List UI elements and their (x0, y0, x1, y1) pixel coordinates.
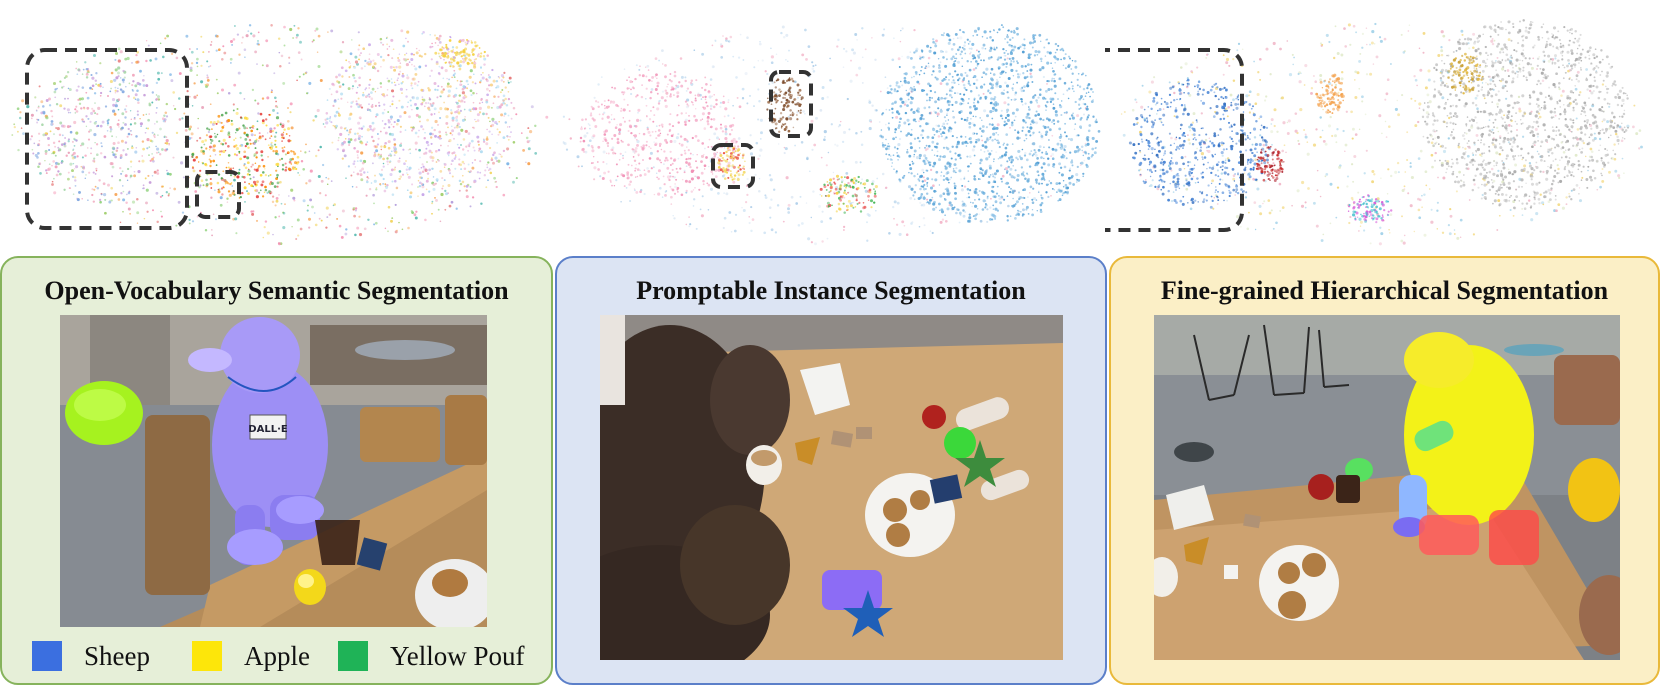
semantic-segmentation-panel: Open-Vocabulary Semantic Segmentation D (0, 256, 553, 685)
legend-item-yellow-pouf: Yellow Pouf (338, 639, 525, 673)
legend-swatch-apple (192, 641, 222, 671)
legend-label-sheep: Sheep (84, 640, 150, 671)
point-cloud-hierarchical (1105, 19, 1643, 246)
point-cloud-instance (562, 24, 1101, 246)
instance-segmentation-panel: Promptable Instance Segmentation (555, 256, 1107, 685)
legend-swatch-sheep (32, 641, 62, 671)
legend-swatch-yellow-pouf (338, 641, 368, 671)
legend-label-yellow-pouf: Yellow Pouf (390, 640, 525, 671)
highlight-box-hierarchical (1105, 48, 1244, 232)
legend-item-sheep: Sheep (32, 639, 150, 673)
hierarchical-segmentation-panel: Fine-grained Hierarchical Segmentation (1109, 256, 1660, 685)
photo-semantic-segmentation: DALL·E (60, 315, 487, 627)
legend-label-apple: Apple (244, 640, 310, 671)
name-tag-label: DALL·E (248, 424, 288, 435)
highlight-box-instance-2 (711, 143, 755, 189)
highlight-box-instance-1 (769, 70, 813, 138)
legend-item-apple: Apple (192, 639, 310, 673)
photo-instance-segmentation (600, 315, 1063, 660)
class-legend: Sheep Apple Yellow Pouf (2, 639, 551, 673)
photo-hierarchical-segmentation (1154, 315, 1620, 660)
panel-title-semantic: Open-Vocabulary Semantic Segmentation (44, 276, 509, 305)
point-cloud-semantic (11, 24, 549, 246)
highlight-box-sheep-region (25, 48, 189, 230)
panel-title-hierarchical: Fine-grained Hierarchical Segmentation (1160, 276, 1609, 305)
panel-title-instance: Promptable Instance Segmentation (636, 276, 1026, 305)
